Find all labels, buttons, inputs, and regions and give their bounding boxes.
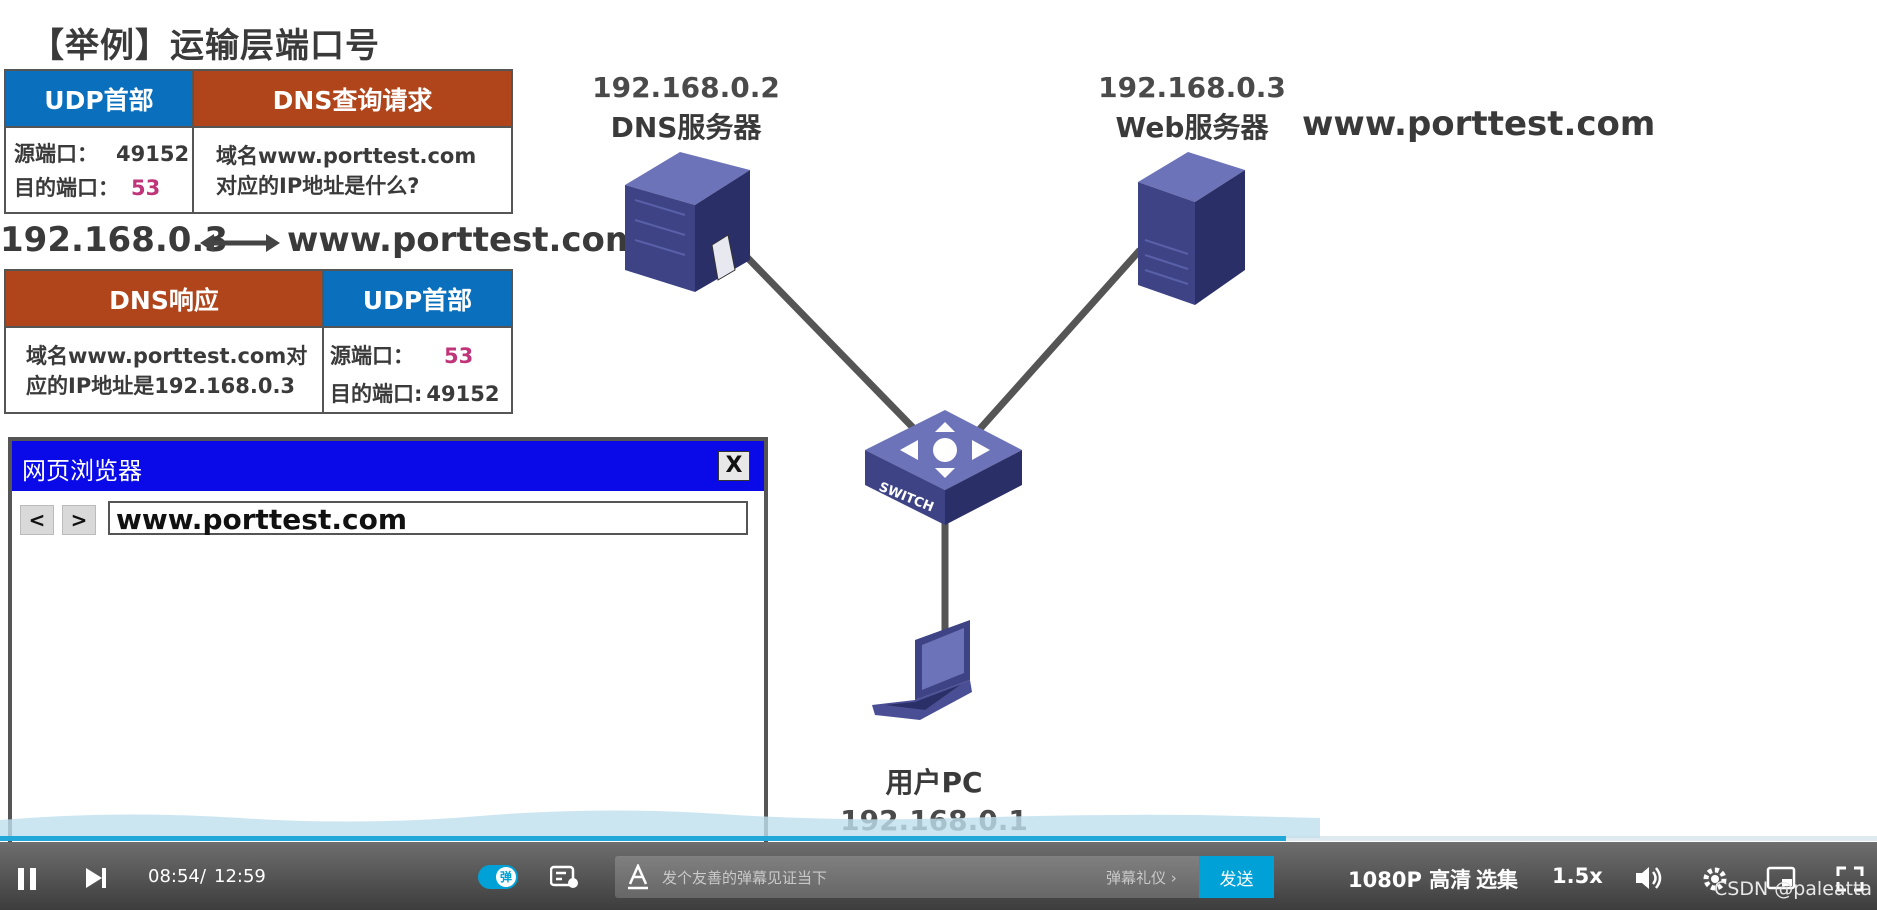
src-port-value: 49152 [116,142,190,166]
web-server-label: 192.168.0.3 Web服务器 [1098,71,1286,144]
dns-server-icon [625,152,750,292]
danmaku-input[interactable] [615,856,1201,898]
danmaku-placeholder: 发个友善的弹幕见证当下 [662,869,828,887]
dst-port-value: 49152 [426,382,500,406]
src-port-label: 源端口： [14,142,98,166]
laptop-icon [872,620,972,720]
dns-response-packet: DNS响应 UDP首部 域名www.porttest.com对 应的IP地址是1… [4,269,513,414]
src-port-value: 53 [444,344,474,368]
dst-port-label: 目的端口: [330,382,423,406]
back-button[interactable]: < [20,505,54,535]
player-controlbar [0,842,1877,910]
time-separator: / [200,866,207,887]
total-time: 12:59 [214,866,266,887]
current-time: 08:54 [148,866,200,887]
request-ports: 源端口： 49152 目的端口： 53 [14,137,190,205]
browser-titlebar: 网页浏览器 X [12,441,764,491]
mapping-domain: www.porttest.com [287,220,641,260]
url-input[interactable]: www.porttest.com [108,501,748,536]
src-port-label: 源端口： [330,344,414,368]
dns-answer-text: 域名www.porttest.com对 应的IP地址是192.168.0.3 [26,344,308,398]
quality-selector[interactable]: 1080P 高清 [1348,868,1472,892]
dns-server-label: 192.168.0.2 DNS服务器 [592,71,780,144]
web-domain-label: www.porttest.com [1302,104,1656,144]
browser-window: 网页浏览器 X < > www.porttest.com [8,437,768,875]
danmaku-settings-icon[interactable] [550,864,580,890]
danmaku-toggle[interactable]: 弹 [478,865,518,889]
send-button[interactable]: 发送 [1199,856,1274,898]
mapping-ip: 192.168.0.3 [0,220,229,260]
wave-decoration [0,810,1320,838]
watermark: CSDN @paleatta [1714,878,1873,900]
web-server-icon [1138,152,1245,305]
udp-header-title-2: UDP首部 [324,271,511,326]
switch-icon: SWITCH [865,410,1022,525]
forward-button[interactable]: > [62,505,96,535]
slide-title: 【举例】运输层端口号 [30,26,380,66]
danmaku-etiquette-link[interactable]: 弹幕礼仪 › [1106,869,1177,887]
pause-icon[interactable] [16,866,40,892]
udp-header-title: UDP首部 [6,71,192,126]
dns-query-title: DNS查询请求 [194,71,511,126]
episodes-button[interactable]: 选集 [1476,868,1518,892]
progress-fill [0,836,1286,841]
close-button[interactable]: X [718,451,750,481]
dst-port-value: 53 [131,176,161,200]
network-diagram: SWITCH [625,152,1245,720]
response-ports: 源端口： 53 目的端口:49152 [330,337,510,413]
dns-request-packet: UDP首部 DNS查询请求 源端口： 49152 目的端口： 53 域名www.po… [4,69,513,214]
dns-query-text: 域名www.porttest.com 对应的IP地址是什么? [216,144,477,198]
dns-response-title: DNS响应 [6,271,322,326]
browser-title: 网页浏览器 [22,457,142,485]
double-arrow-icon [200,234,280,252]
volume-icon[interactable] [1634,864,1664,892]
fullscreen-icon[interactable] [1834,864,1866,894]
dst-port-label: 目的端口： [14,176,119,200]
text-style-icon[interactable] [626,864,650,890]
speed-selector[interactable]: 1.5x [1552,864,1603,888]
danmaku-toggle-label: 弹 [496,867,516,887]
picture-in-picture-icon[interactable] [1766,866,1798,892]
settings-gear-icon[interactable] [1700,864,1730,894]
next-icon[interactable] [84,866,108,890]
